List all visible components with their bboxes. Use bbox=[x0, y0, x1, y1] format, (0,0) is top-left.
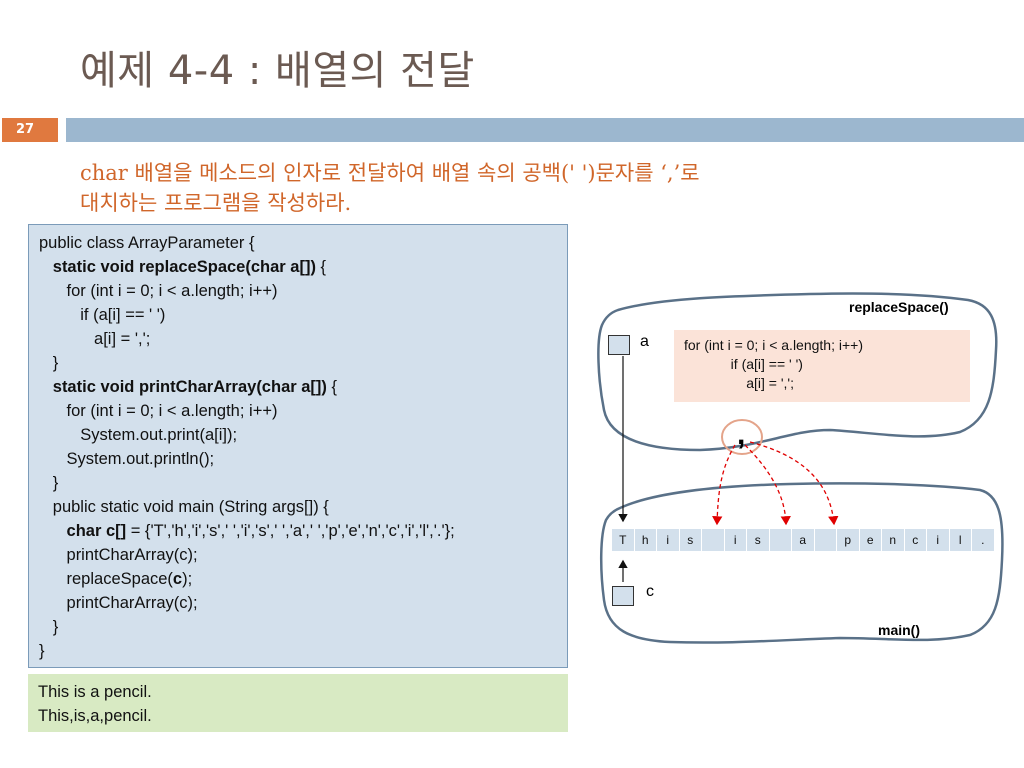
param-a-box bbox=[608, 335, 630, 355]
code-line: for (int i = 0; i < a.length; i++) bbox=[66, 402, 278, 420]
problem-description: char 배열을 메소드의 인자로 전달하여 배열 속의 공백(' ')문자를 … bbox=[80, 158, 900, 218]
code-line: } bbox=[52, 474, 59, 492]
replace-arrow bbox=[744, 444, 791, 526]
code-line: static void replaceSpace(char a[]) { bbox=[52, 258, 327, 276]
slide-number: 27 bbox=[2, 118, 58, 142]
code-line: } bbox=[52, 354, 59, 372]
code-line: System.out.println(); bbox=[66, 450, 215, 468]
param-c-box bbox=[612, 586, 634, 606]
comma-highlight-circle bbox=[721, 419, 763, 455]
array-cell: p bbox=[837, 529, 860, 551]
array-cell: s bbox=[679, 529, 702, 551]
page-title: 예제 4-4 : 배열의 전달 bbox=[80, 48, 475, 94]
code-line: replaceSpace(c); bbox=[66, 570, 193, 588]
code-line: char c[] = {'T','h','i','s',' ','i','s',… bbox=[66, 522, 455, 540]
array-cell: i bbox=[927, 529, 950, 551]
array-cell bbox=[769, 529, 792, 551]
memory-diagram: replaceSpace() a for (int i = 0; i < a.l… bbox=[590, 280, 1024, 660]
output-line: This,is,a,pencil. bbox=[38, 707, 152, 725]
replacespace-frame bbox=[597, 292, 998, 452]
loop-code-line: if (a[i] == ' ') bbox=[684, 356, 803, 372]
code-line: printCharArray(c); bbox=[66, 594, 198, 612]
array-cell: i bbox=[724, 529, 747, 551]
param-a-label: a bbox=[640, 333, 649, 350]
loop-code-box: for (int i = 0; i < a.length; i++) if (a… bbox=[674, 330, 970, 402]
main-label: main() bbox=[878, 622, 920, 638]
loop-code-line: for (int i = 0; i < a.length; i++) bbox=[684, 337, 863, 353]
diagram-shapes bbox=[597, 292, 1004, 644]
code-line: System.out.print(a[i]); bbox=[80, 426, 238, 444]
code-line: } bbox=[52, 618, 59, 636]
array-cell: n bbox=[882, 529, 905, 551]
comma-mark: , bbox=[737, 418, 746, 451]
code-line: if (a[i] == ' ') bbox=[80, 306, 166, 324]
code-line: static void printCharArray(char a[]) { bbox=[52, 378, 338, 396]
code-line: for (int i = 0; i < a.length; i++) bbox=[66, 282, 278, 300]
header-strip bbox=[66, 118, 1024, 142]
array-cell bbox=[814, 529, 837, 551]
program-output: This is a pencil. This,is,a,pencil. bbox=[28, 674, 568, 732]
main-frame bbox=[599, 482, 1004, 644]
loop-code-line: a[i] = ','; bbox=[684, 375, 794, 391]
array-cell bbox=[702, 529, 725, 551]
description-line: 대치하는 프로그램을 작성하라. bbox=[80, 191, 352, 215]
replace-arrow bbox=[712, 444, 736, 526]
array-cell: T bbox=[612, 529, 635, 551]
array-cell: h bbox=[634, 529, 657, 551]
code-line: printCharArray(c); bbox=[66, 546, 198, 564]
array-cell: c bbox=[904, 529, 927, 551]
array-cell: a bbox=[792, 529, 815, 551]
array-cell: . bbox=[972, 529, 995, 551]
code-line: public static void main (String args[]) … bbox=[52, 498, 329, 516]
array-cell: s bbox=[747, 529, 770, 551]
code-listing: public class ArrayParameter { static voi… bbox=[28, 224, 568, 668]
replace-arrow bbox=[749, 441, 839, 526]
code-line: public class ArrayParameter { bbox=[39, 234, 255, 252]
output-line: This is a pencil. bbox=[38, 683, 152, 701]
slide-header-bar: 27 bbox=[0, 118, 1024, 142]
description-line: char 배열을 메소드의 인자로 전달하여 배열 속의 공백(' ')문자를 … bbox=[80, 161, 700, 185]
param-c-label: c bbox=[646, 583, 654, 600]
code-line: a[i] = ','; bbox=[94, 330, 151, 348]
replacespace-label: replaceSpace() bbox=[849, 299, 949, 315]
code-line: } bbox=[39, 642, 45, 660]
array-cell: l bbox=[949, 529, 972, 551]
array-cell: i bbox=[657, 529, 680, 551]
array-cell: e bbox=[859, 529, 882, 551]
